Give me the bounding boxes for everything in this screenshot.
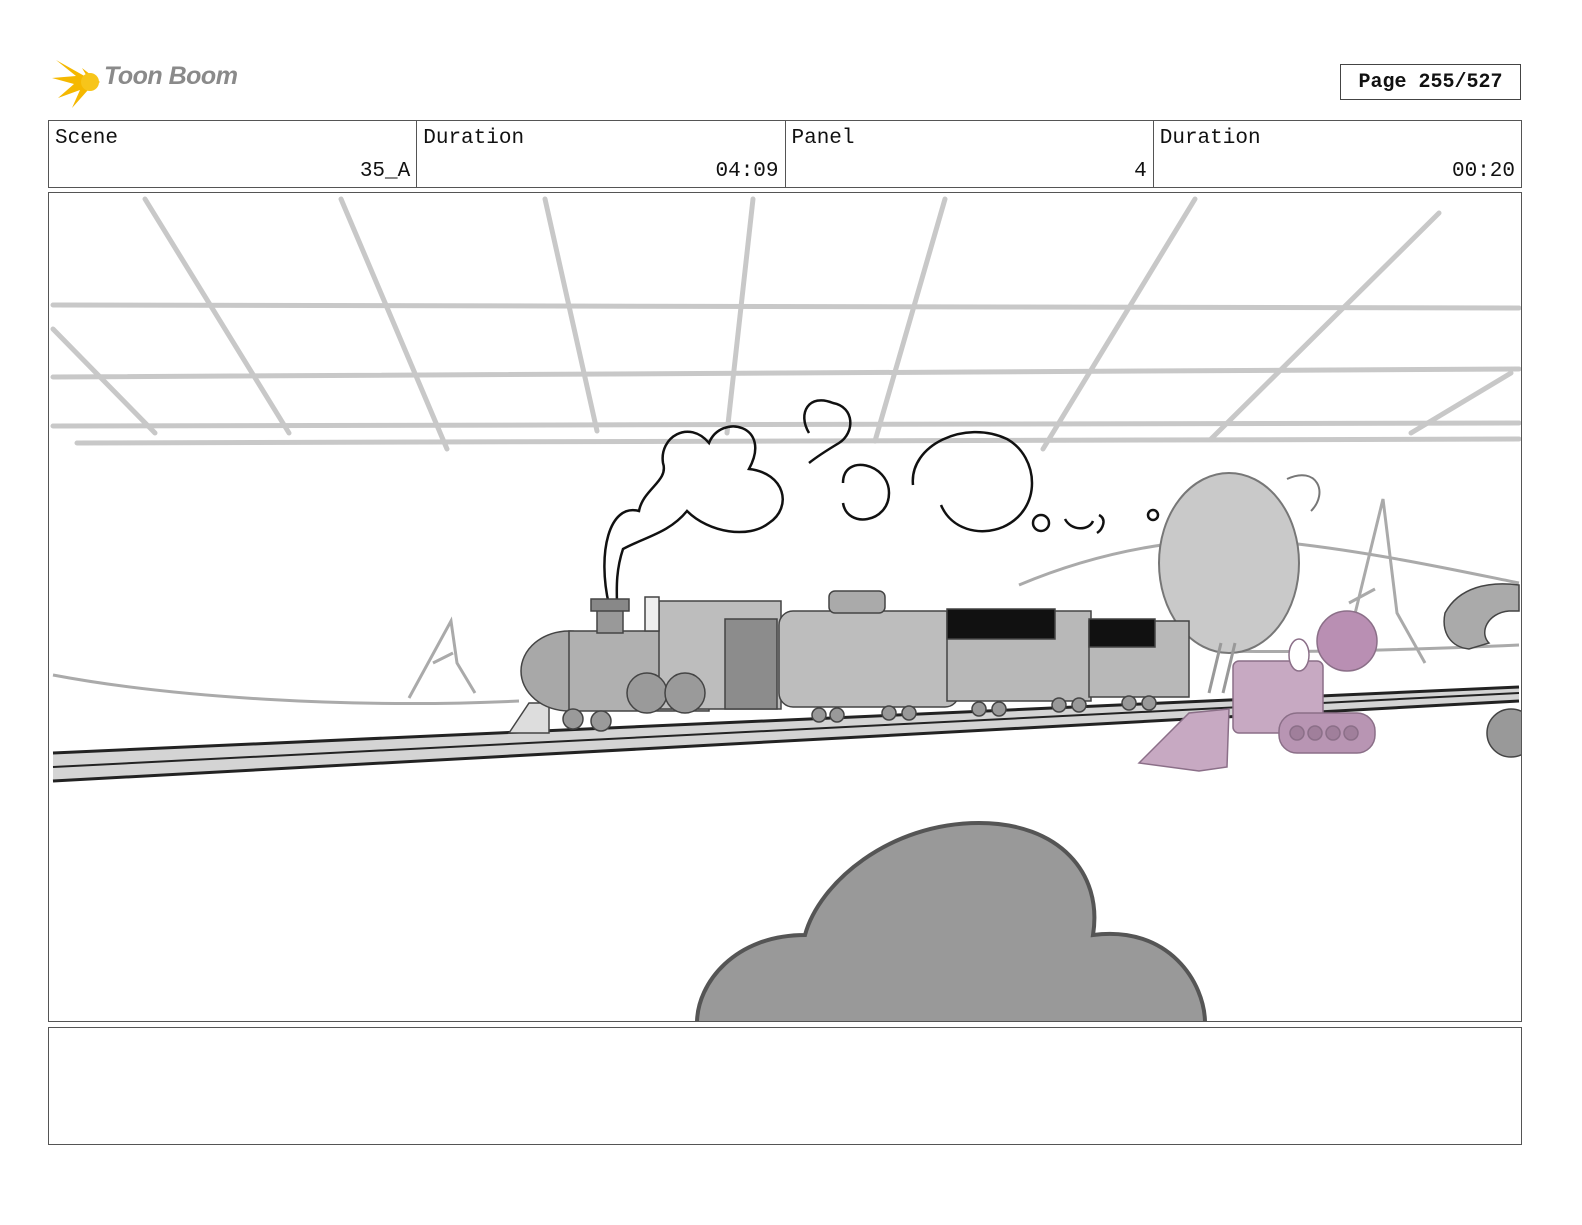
panel-duration-value: 00:20 <box>1451 160 1515 183</box>
logo-text: Toon Boom <box>104 62 238 90</box>
bulldozer <box>1137 610 1378 772</box>
storyboard-panel-image <box>48 192 1522 1022</box>
edge-machine <box>1443 583 1521 758</box>
ceiling-grid <box>50 196 1521 452</box>
scene-label: Scene <box>55 127 119 150</box>
panel-duration-cell: Duration 00:20 <box>1154 121 1521 187</box>
scene-duration-label: Duration <box>423 127 525 150</box>
panel-label: Panel <box>791 127 855 150</box>
train-cars <box>778 590 1190 723</box>
toon-boom-logo: Toon Boom <box>52 58 252 108</box>
page-number: Page 255/527 <box>1340 64 1521 100</box>
foreground-cloud <box>695 820 1207 1021</box>
sketch-trees <box>407 498 1427 699</box>
train-engine <box>507 596 782 734</box>
round-tree <box>1158 472 1321 694</box>
panel-drawing <box>50 196 1521 1021</box>
logo-burst-icon <box>52 60 100 108</box>
panel-duration-label: Duration <box>1159 127 1261 150</box>
info-table: Scene 35_A Duration 04:09 Panel 4 Durati… <box>48 120 1522 188</box>
smoke-puffs <box>603 399 1160 606</box>
panel-cell: Panel 4 <box>786 121 1154 187</box>
scene-value: 35_A <box>359 160 411 183</box>
scene-duration-cell: Duration 04:09 <box>417 121 786 187</box>
scene-duration-value: 04:09 <box>715 160 779 183</box>
scene-cell: Scene 35_A <box>49 121 418 187</box>
panel-value: 4 <box>1134 160 1147 183</box>
panel-notes-area <box>48 1027 1522 1145</box>
